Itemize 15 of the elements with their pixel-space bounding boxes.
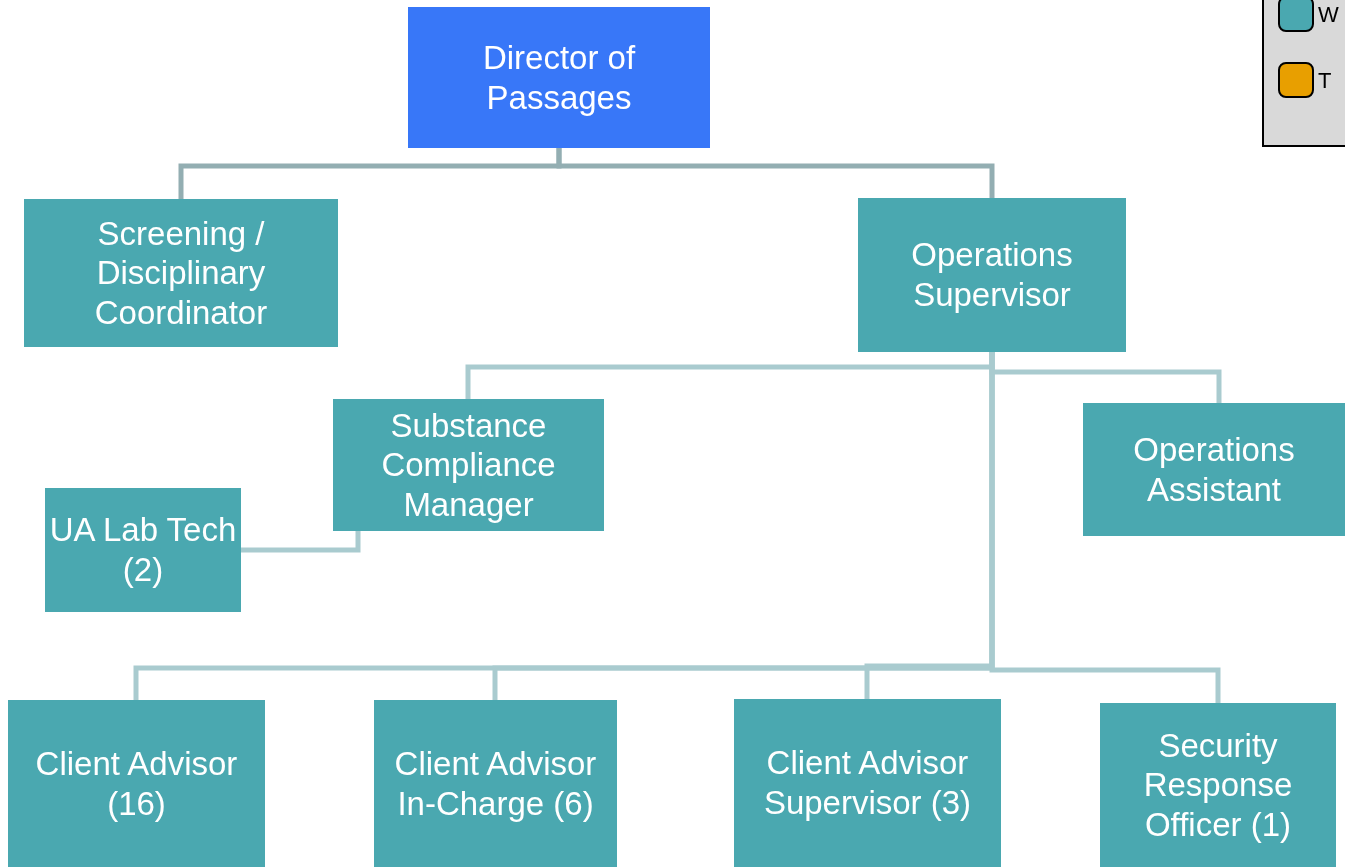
role-box: Client Advisor In-Charge (6) xyxy=(374,700,617,867)
role-box: Client Advisor Supervisor (3) xyxy=(734,699,1001,867)
role-box: Operations Supervisor xyxy=(858,198,1126,352)
role-box: Screening / Disciplinary Coordinator xyxy=(24,199,338,347)
role-box: Security Response Officer (1) xyxy=(1100,703,1336,867)
role-box: Substance Compliance Manager xyxy=(333,399,604,531)
role-box: Director of Passages xyxy=(408,7,710,148)
connector-line xyxy=(989,352,1221,703)
legend-text: T xyxy=(1318,66,1332,95)
connector-line xyxy=(556,148,995,198)
role-box: UA Lab Tech (2) xyxy=(45,488,241,612)
role-box: Client Advisor (16) xyxy=(8,700,265,867)
connector-line xyxy=(241,531,361,553)
role-box: Operations Assistant xyxy=(1083,403,1345,536)
legend-text: W xyxy=(1318,0,1339,29)
